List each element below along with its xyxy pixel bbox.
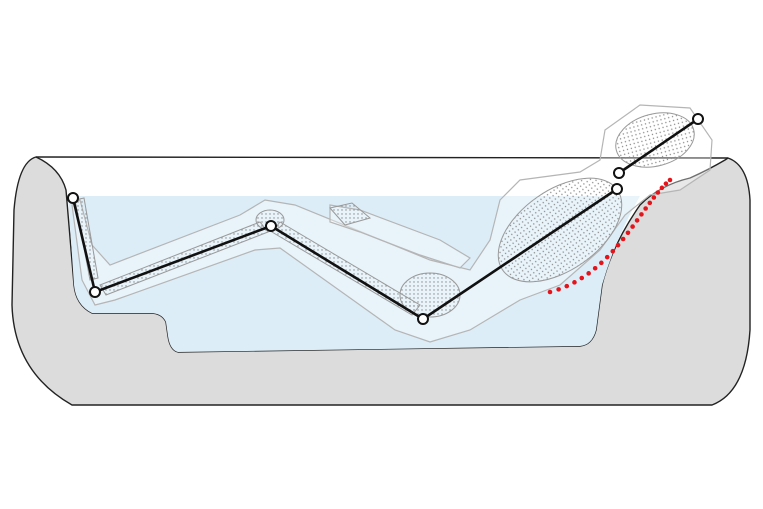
support-dot bbox=[647, 200, 653, 206]
support-dot bbox=[651, 195, 657, 200]
support-dot bbox=[572, 280, 577, 285]
support-dot bbox=[620, 236, 626, 242]
support-dot bbox=[625, 230, 631, 236]
support-dot bbox=[599, 260, 604, 266]
joint-head bbox=[692, 113, 704, 125]
support-dots bbox=[547, 177, 673, 295]
joint-ankle bbox=[89, 286, 101, 298]
joint-foot bbox=[67, 192, 79, 204]
tub-rim bbox=[35, 156, 729, 159]
support-dot bbox=[592, 265, 598, 271]
joint-knee bbox=[265, 220, 277, 232]
support-dot bbox=[579, 275, 585, 281]
support-dot bbox=[634, 218, 640, 223]
support-dot bbox=[643, 206, 648, 211]
support-dot bbox=[604, 254, 610, 260]
support-dot bbox=[615, 242, 621, 248]
support-dot bbox=[556, 287, 561, 292]
joints bbox=[67, 113, 704, 325]
joint-chain-head bbox=[618, 117, 699, 175]
support-dot bbox=[564, 283, 570, 289]
joint-neck bbox=[613, 167, 625, 179]
support-dot bbox=[586, 271, 591, 276]
support-dot bbox=[655, 190, 661, 195]
support-dot bbox=[547, 289, 553, 295]
support-dot bbox=[639, 212, 644, 217]
support-dot bbox=[663, 181, 669, 186]
joint-shoulder bbox=[611, 183, 623, 195]
support-dot bbox=[610, 248, 616, 254]
support-dot bbox=[659, 185, 665, 191]
support-dot bbox=[667, 177, 673, 183]
joint-hip bbox=[417, 313, 429, 325]
support-dot bbox=[630, 224, 635, 229]
